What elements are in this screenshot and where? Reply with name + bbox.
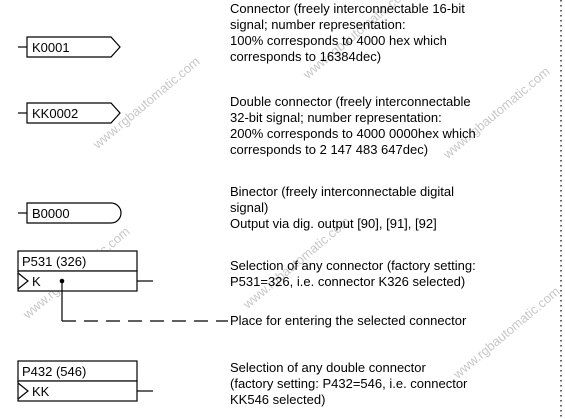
connector-label: K0001 [32,40,70,55]
connector-description: Connector (freely interconnectable 16-bi… [230,1,465,64]
connector-symbol: K0001 [18,36,121,58]
binector-label: B0000 [32,206,70,221]
double-connector-selector-description: Selection of any double connector (facto… [230,360,468,407]
place-description: Place for entering the selected connecto… [230,313,467,328]
double-connector-selector-symbol: P432 (546) KK [17,360,153,402]
connector-selector-description: Selection of any connector (factory sett… [230,258,476,289]
double-connector-description: Double connector (freely interconnectabl… [230,94,476,157]
selector1-type: K [32,274,41,289]
selector2-param: P432 (546) [22,364,86,379]
double-connector-label: KK0002 [32,106,78,121]
connector-selector-symbol: P531 (326) K [17,250,228,322]
binector-description: Binector (freely interconnectable digita… [230,184,455,231]
binector-symbol: B0000 [18,202,122,224]
double-connector-symbol: KK0002 [18,102,121,124]
selector2-type: KK [32,384,50,399]
selector1-param: P531 (326) [22,254,86,269]
